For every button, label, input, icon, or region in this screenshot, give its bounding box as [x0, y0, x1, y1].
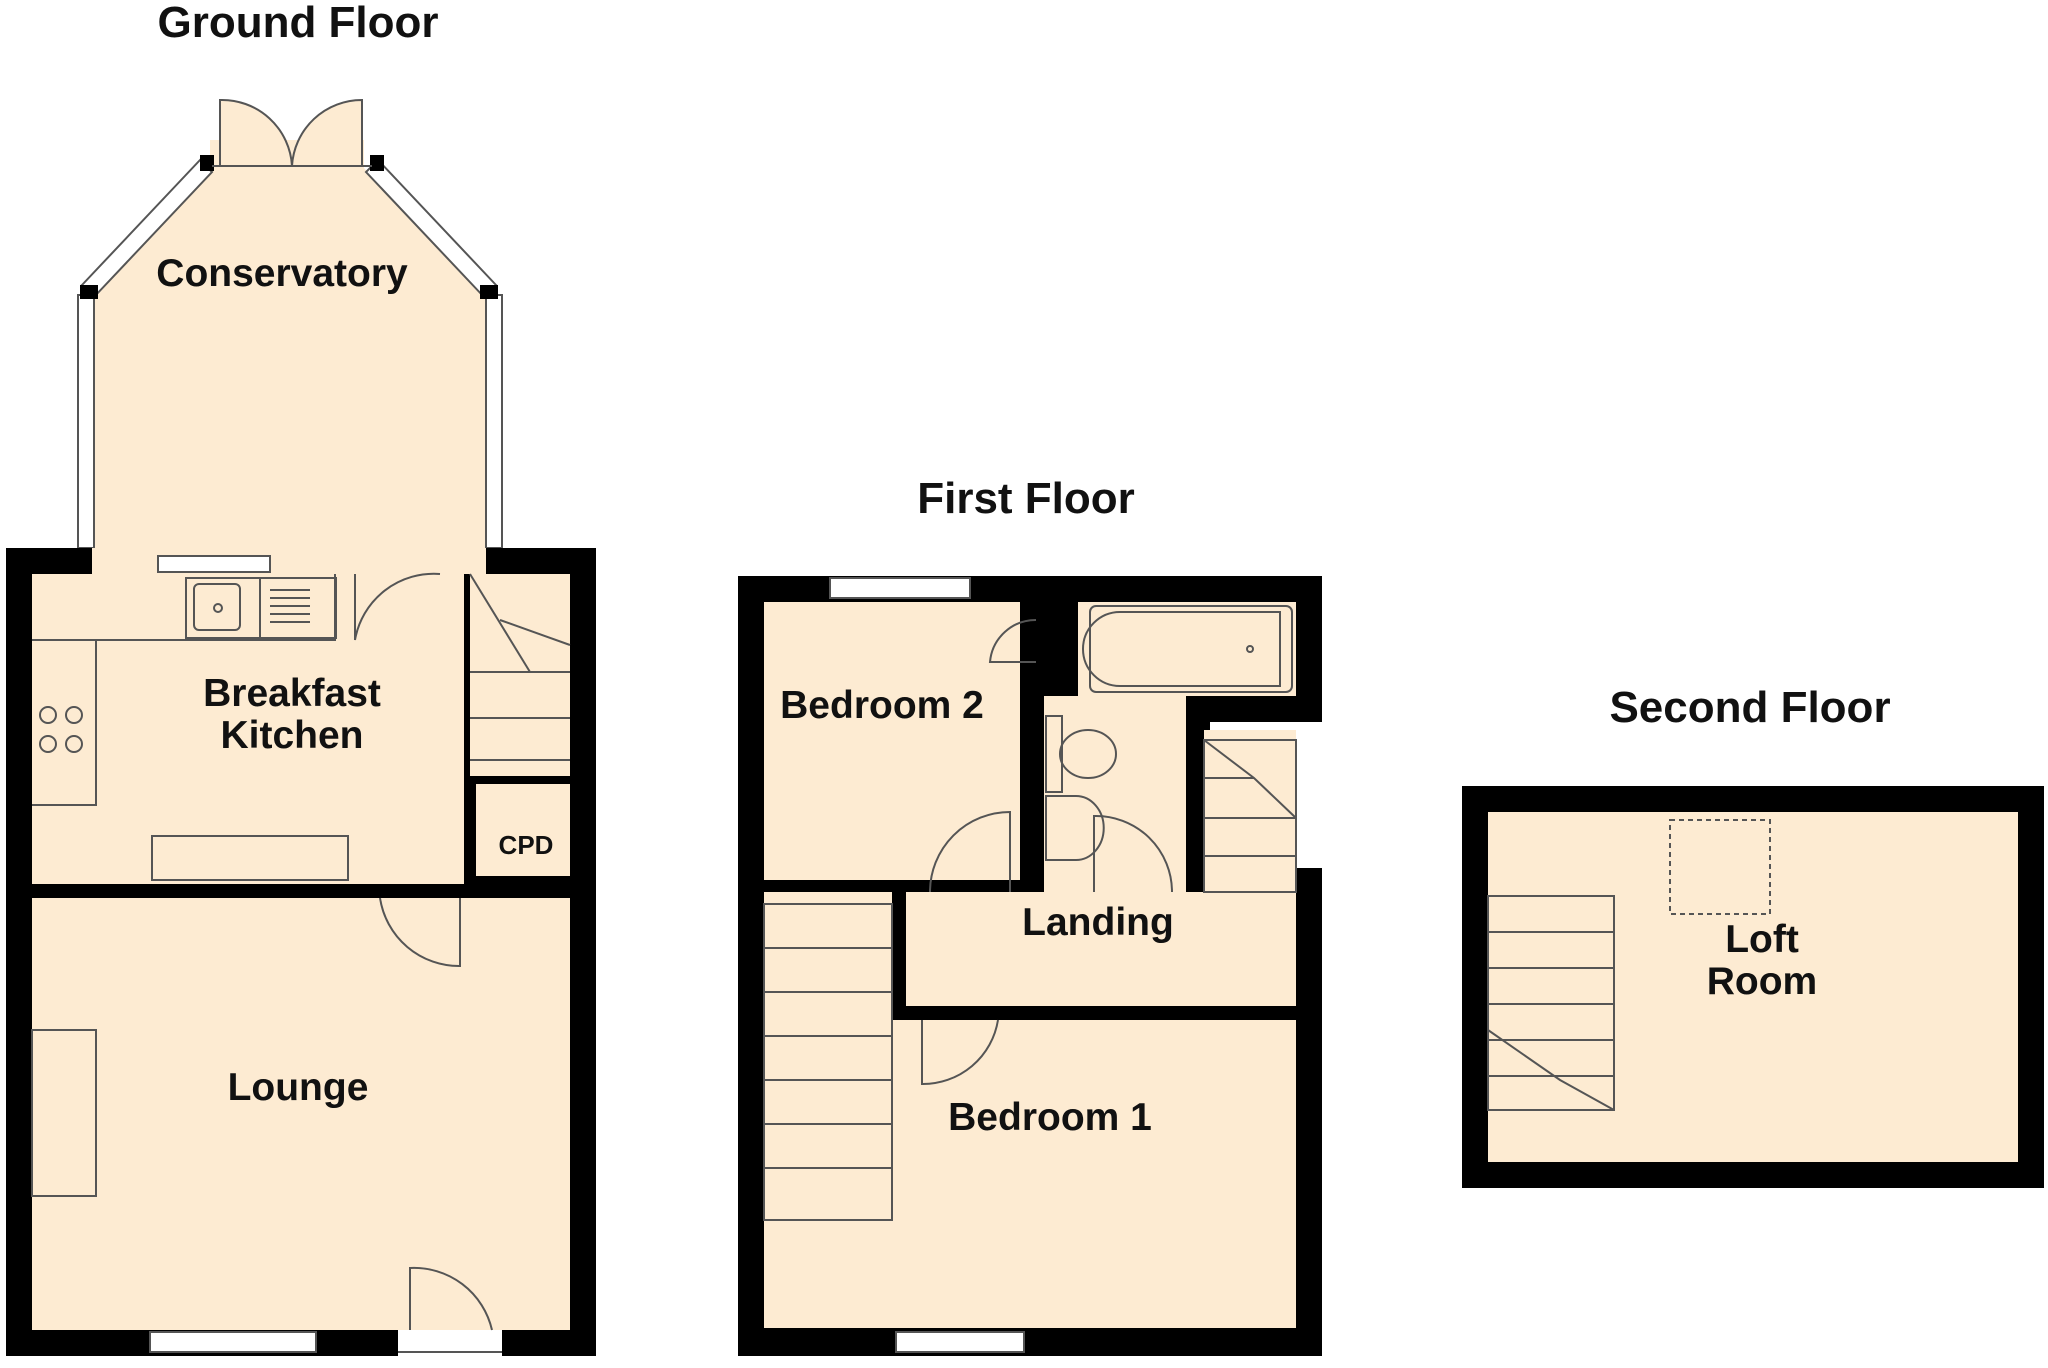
conservatory-windows	[77, 158, 503, 549]
bedroom2-inner-wall	[1020, 602, 1030, 892]
bedroom2-label: Bedroom 2	[780, 684, 984, 727]
hob	[39, 706, 83, 753]
skylight	[1669, 819, 1771, 915]
sink	[193, 583, 310, 631]
toilet	[1045, 715, 1117, 793]
first-main-stairs	[763, 903, 893, 1221]
kitchen-lounge-wall	[32, 884, 372, 898]
conservatory-door	[354, 572, 441, 641]
lounge-fireplace	[31, 1029, 97, 1197]
conservatory-opening	[92, 548, 486, 576]
kitchen-window	[157, 555, 271, 573]
bedroom1-label: Bedroom 1	[948, 1096, 1152, 1139]
bathroom-room	[1078, 602, 1296, 696]
bedroom2-window	[829, 577, 971, 599]
loft-stairs	[1487, 895, 1615, 1111]
landing-label: Landing	[1022, 901, 1174, 944]
bedroom1-window	[895, 1331, 1025, 1353]
conservatory-posts	[80, 155, 498, 299]
kitchen-label-line2: Kitchen	[220, 714, 363, 757]
second-floor: Second Floor Loft Room	[1462, 683, 2044, 1188]
ground-stairs-wall	[464, 574, 470, 884]
first-floor: First Floor	[738, 474, 1322, 1356]
lounge-label: Lounge	[228, 1066, 369, 1109]
landing-stairs	[1203, 739, 1297, 893]
bedroom2-room	[764, 602, 1020, 880]
kitchen-label-line1: Breakfast	[203, 672, 381, 715]
landing-room	[906, 892, 1296, 1006]
loft-label-line1: Loft	[1725, 918, 1799, 961]
front-door	[409, 1266, 493, 1331]
cupboard-label: CPD	[499, 830, 554, 860]
loft-room	[1488, 812, 2018, 1162]
basin	[1045, 795, 1105, 861]
french-doors	[212, 98, 372, 167]
kitchen-units	[32, 574, 349, 881]
first-floor-doors	[921, 810, 1173, 1086]
conservatory-label: Conservatory	[156, 252, 408, 295]
ground-floor: Ground Floor	[6, 0, 596, 1356]
lounge-door	[379, 897, 461, 968]
bath	[1082, 605, 1293, 693]
conservatory-room	[92, 140, 486, 548]
second-floor-title: Second Floor	[1609, 683, 1890, 732]
bedroom2-cupboard-door	[988, 618, 1037, 663]
cupboard-room	[476, 784, 570, 876]
ground-floor-title: Ground Floor	[157, 0, 438, 47]
first-floor-title: First Floor	[917, 474, 1135, 523]
loft-label-line2: Room	[1707, 960, 1818, 1003]
lounge-window	[149, 1331, 317, 1353]
lounge-room	[32, 898, 570, 1330]
